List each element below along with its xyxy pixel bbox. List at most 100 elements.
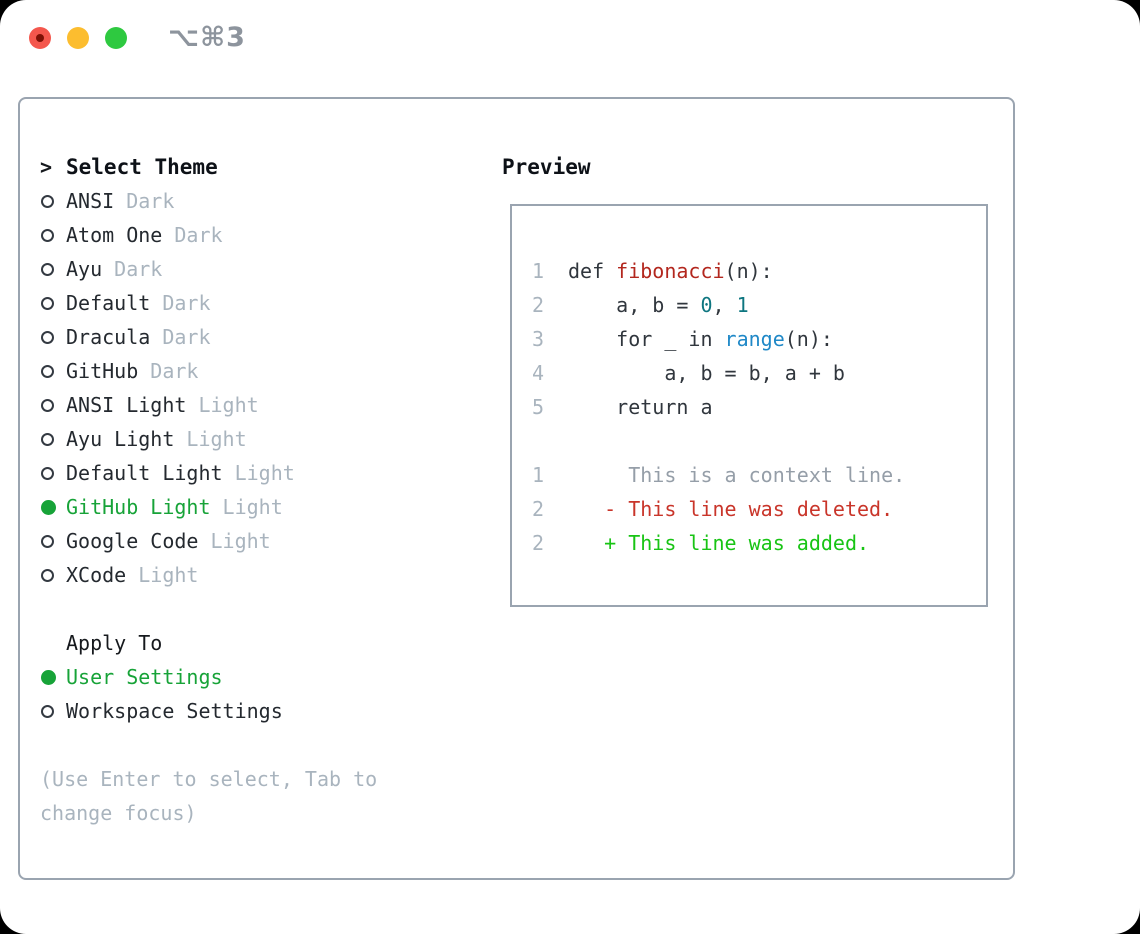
radio-unselected-icon — [41, 364, 54, 378]
theme-option[interactable]: XCode Light — [40, 558, 500, 592]
code-token: def — [568, 259, 617, 283]
title-bar: ⌥⌘3 — [0, 0, 1140, 75]
code-line: 2 - This line was deleted. — [532, 492, 986, 526]
theme-variant-tag: Light — [234, 461, 295, 485]
theme-variant-tag: Dark — [162, 291, 211, 315]
theme-option[interactable]: Google Code Light — [40, 524, 500, 558]
code-token: + This line was added. — [568, 531, 870, 555]
theme-name: Google Code — [66, 529, 211, 553]
apply-to-option[interactable]: Workspace Settings — [40, 694, 500, 728]
radio-unselected-icon — [41, 194, 54, 208]
theme-option[interactable]: Ayu Light Light — [40, 422, 500, 456]
radio-unselected-icon — [41, 228, 54, 242]
code-token: (n): — [784, 327, 833, 351]
theme-name: ANSI — [66, 189, 127, 213]
code-line: 1 def fibonacci(n): — [532, 254, 986, 288]
code-line: 1 This is a context line. — [532, 458, 986, 492]
theme-variant-tag: Light — [198, 393, 259, 417]
code-line: 4 a, b = b, a + b — [532, 356, 986, 390]
minimize-button[interactable] — [67, 26, 89, 49]
code-token: 1 — [736, 293, 749, 317]
radio-unselected-icon — [41, 262, 54, 276]
radio-selected-icon — [41, 499, 56, 515]
code-token: return a — [568, 395, 713, 419]
line-number: 1 — [532, 259, 545, 283]
apply-to-label: Apply To — [66, 631, 163, 655]
theme-name: Ayu — [66, 257, 115, 281]
code-line: 2 a, b = 0, 1 — [532, 288, 986, 322]
line-number: 1 — [532, 463, 545, 487]
radio-unselected-icon — [41, 704, 54, 718]
radio-unselected-icon — [41, 568, 54, 582]
theme-variant-tag: Dark — [126, 189, 175, 213]
code-token: a, b = — [568, 293, 701, 317]
theme-variant-tag: Dark — [162, 325, 211, 349]
close-button[interactable] — [29, 26, 51, 49]
zoom-button[interactable] — [105, 26, 127, 49]
theme-name: Default Light — [66, 461, 235, 485]
radio-unselected-icon — [41, 398, 54, 412]
theme-option[interactable]: Ayu Dark — [40, 252, 500, 286]
line-number: 4 — [532, 361, 545, 385]
spacer — [40, 592, 500, 626]
theme-variant-tag: Light — [222, 495, 283, 519]
theme-variant-tag: Dark — [150, 359, 199, 383]
line-number: 3 — [532, 327, 545, 351]
code-token: for _ in — [568, 327, 725, 351]
radio-unselected-icon — [41, 432, 54, 446]
apply-to-header: Apply To — [40, 626, 500, 660]
radio-unselected-icon — [41, 534, 54, 548]
prompt-arrow-icon: > — [40, 155, 53, 179]
window-title: ⌥⌘3 — [168, 22, 246, 53]
theme-option[interactable]: GitHub Dark — [40, 354, 500, 388]
code-token: fibonacci — [616, 259, 725, 283]
theme-option[interactable]: Atom One Dark — [40, 218, 500, 252]
apply-to-option-label: User Settings — [66, 665, 223, 689]
radio-unselected-icon — [41, 296, 54, 310]
theme-name: Atom One — [66, 223, 175, 247]
line-number: 2 — [532, 293, 545, 317]
theme-variant-tag: Light — [138, 563, 199, 587]
theme-name: Ayu Light — [66, 427, 187, 451]
preview-header: Preview — [502, 155, 591, 179]
theme-option[interactable]: ANSI Light Light — [40, 388, 500, 422]
keyboard-hint: (Use Enter to select, Tab to change focu… — [40, 767, 390, 825]
code-line: 2 + This line was added. — [532, 526, 986, 560]
code-line — [532, 424, 986, 458]
radio-unselected-icon — [41, 466, 54, 480]
theme-variant-tag: Dark — [174, 223, 223, 247]
code-token: This is a context line. — [568, 463, 906, 487]
theme-variant-tag: Light — [186, 427, 247, 451]
apply-to-option-label: Workspace Settings — [66, 699, 283, 723]
theme-name: GitHub — [66, 359, 151, 383]
line-number: 5 — [532, 395, 545, 419]
theme-name: ANSI Light — [66, 393, 199, 417]
code-line: 5 return a — [532, 390, 986, 424]
code-token: range — [724, 327, 785, 351]
radio-selected-icon — [41, 669, 56, 685]
code-token: 0 — [700, 293, 713, 317]
radio-unselected-icon — [41, 330, 54, 344]
select-theme-label: Select Theme — [66, 155, 218, 179]
theme-name: Default — [66, 291, 163, 315]
line-number: 2 — [532, 497, 545, 521]
theme-variant-tag: Dark — [114, 257, 163, 281]
theme-option[interactable]: Dracula Dark — [40, 320, 500, 354]
theme-option[interactable]: ANSI Dark — [40, 184, 500, 218]
code-token: (n): — [724, 259, 773, 283]
code-token: - This line was deleted. — [568, 497, 894, 521]
theme-option[interactable]: GitHub Light Light — [40, 490, 500, 524]
code-line: 3 for _ in range(n): — [532, 322, 986, 356]
theme-variant-tag: Light — [210, 529, 271, 553]
theme-option[interactable]: Default Dark — [40, 286, 500, 320]
apply-to-option[interactable]: User Settings — [40, 660, 500, 694]
theme-name: XCode — [66, 563, 139, 587]
line-number: 2 — [532, 531, 545, 555]
theme-option[interactable]: Default Light Light — [40, 456, 500, 490]
